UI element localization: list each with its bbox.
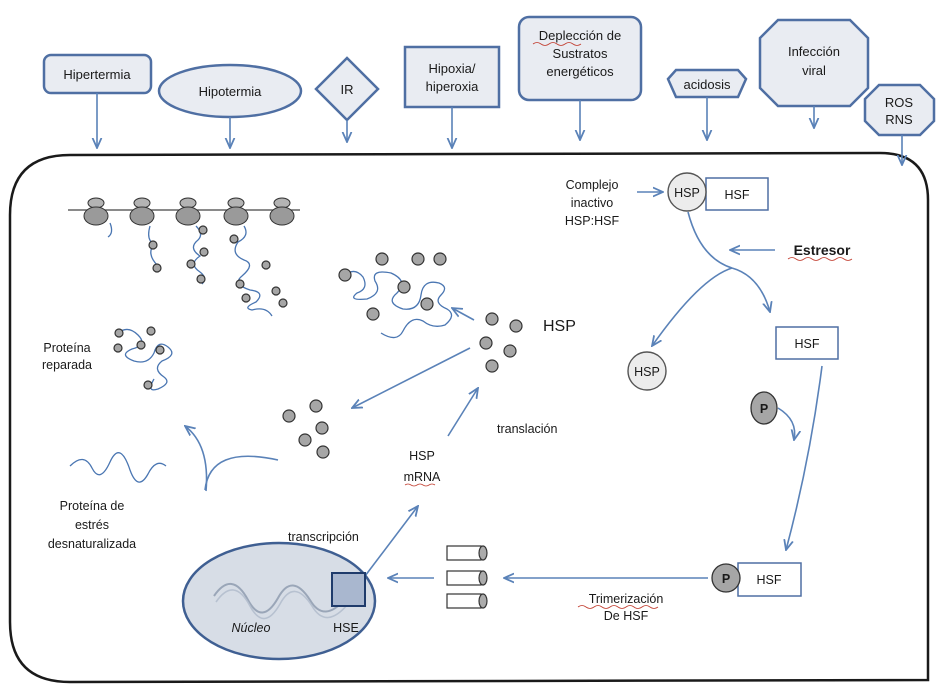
proteina-reparada-line1: Proteína [43,341,90,355]
stressor-deplecion-line3: energéticos [546,64,614,79]
stressor-hipotermia-label: Hipotermia [199,84,263,99]
transcripcion-label: transcripción [288,530,359,544]
complejo-line1: Complejo [566,178,619,192]
repaired-protein: Proteína reparada [42,326,173,391]
stressor-acidosis: acidosis [666,68,748,99]
free-hsf-label: HSF [795,337,820,351]
stressor-hipertermia: Hipertermia [42,53,153,95]
stressor-hipoxia-line1: Hipoxia/ [429,61,476,76]
stressor-ros-line1: ROS [885,95,914,110]
stressor-deplecion-line1: Deplección de [539,28,621,43]
translacion-label: translación [497,422,557,436]
complejo-line2: inactivo [571,196,613,210]
phosphate-free: P [750,391,778,425]
hsp-mrna-line1: HSP [409,449,435,463]
inactive-complex: Complejo inactivo HSP:HSF HSF HSP [565,172,769,228]
center-arrows [185,308,478,581]
stressor-hipoxia: Hipoxia/ hiperoxia [403,45,501,109]
phosphate-free-label: P [760,402,768,416]
stressor-hipoxia-line2: hiperoxia [426,79,480,94]
denatured-protein: Proteína de estrés desnaturalizada [48,452,167,551]
ribosome-1 [83,197,109,226]
hse-label: HSE [333,621,359,635]
stressor-arrows [97,93,902,165]
stressor-acidosis-label: acidosis [684,77,731,92]
hsp-mrna-line2: mRNA [404,470,441,484]
stressor-infeccion-line2: viral [802,63,826,78]
ribosome-4 [223,197,249,226]
proteina-desnat-line3: desnaturalizada [48,537,136,551]
hsf-to-phospho-arrow [786,365,823,550]
phospho-hsf-label: HSF [757,573,782,587]
ribosome-2 [129,197,155,226]
trimerizacion-line2: De HSF [604,609,649,623]
ribosome-5 [269,197,295,226]
hsp-cluster-lower [282,399,330,459]
hsp-cluster-main: HSP [479,312,576,373]
nucleus: Núcleo HSE [181,541,377,661]
hsp-folding-protein [338,252,453,339]
stressor-deplecion-line2: Sustratos [553,46,608,61]
proteina-reparada-line2: reparada [42,358,92,372]
stressor-deplecion: Deplección de Sustratos energéticos [517,15,643,102]
hse-box [331,572,366,607]
hsp-main-label: HSP [543,318,576,335]
free-hsp [627,351,667,391]
stressor-ros: ROS RNS [863,83,936,137]
complex-hsp-label: HSP [674,186,700,200]
complex-hsf-label: HSF [725,188,750,202]
estresor-label: Estresor [794,242,851,258]
proteina-desnat-line2: estrés [75,518,109,532]
phosphorylation-arrow [777,407,795,440]
ribosome-3 [175,197,201,226]
complejo-line3: HSP:HSF [565,214,620,228]
stressor-infeccion-line1: Infección [788,44,840,59]
stressor-hipertermia-label: Hipertermia [63,67,131,82]
trimerizacion-line1: Trimerización [589,592,664,606]
stressor-hipotermia: Hipotermia [157,63,303,119]
dissociation-arrows [652,211,775,346]
ribosome-strand [68,197,300,317]
phospho-hsf: HSF P [711,562,802,597]
stressor-ir-label: IR [341,82,354,97]
free-hsp-label: HSP [634,365,660,379]
free-hsf [775,326,839,360]
stressor-infeccion: Infección viral [758,18,870,108]
stressor-ros-line2: RNS [885,112,913,127]
proteina-desnat-line1: Proteína de [60,499,125,513]
nucleo-label: Núcleo [232,621,271,635]
stressor-ir: IR [314,56,380,122]
phospho-hsf-p-label: P [722,572,730,586]
hsf-trimer [446,545,488,609]
